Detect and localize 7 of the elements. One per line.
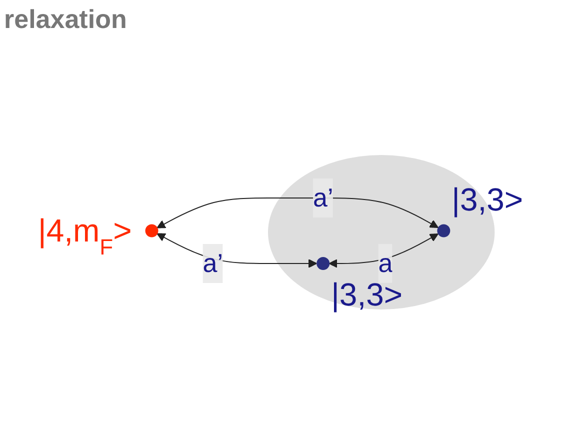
dot-marker	[438, 224, 451, 238]
title: relaxation	[4, 4, 127, 35]
dot-marker	[317, 257, 330, 270]
state-label: |3,3>	[452, 182, 524, 218]
double-arrow	[157, 198, 439, 228]
dot-marker	[146, 224, 159, 238]
state-label: |4,m$_{F}$>	[38, 212, 132, 260]
